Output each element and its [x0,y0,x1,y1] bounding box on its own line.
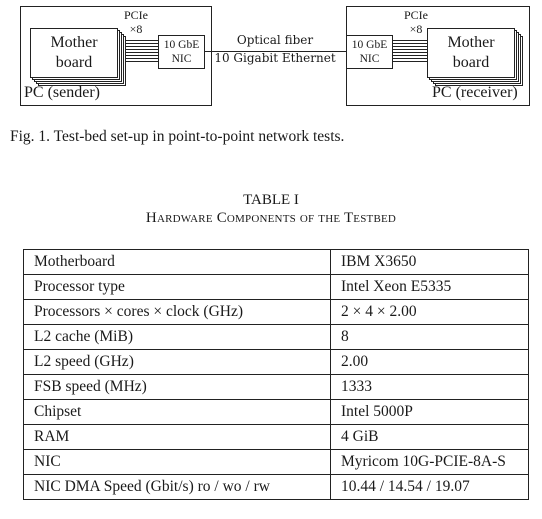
table-row: Processors × cores × clock (GHz) 2 × 4 ×… [23,299,529,325]
table-row: RAM 4 GiB [23,424,529,450]
link-label-1: Optical fiber [236,33,314,47]
receiver-pcie-width: ×8 [409,22,423,36]
value-cell: IBM X3650 [330,249,529,275]
component-cell: FSB speed (MHz) [23,374,331,400]
table-row: FSB speed (MHz) 1333 [23,374,529,400]
table-row: L2 cache (MiB) 8 [23,324,529,350]
link-label: Optical fiber 10 Gigabit Ethernet [210,33,340,66]
component-cell: Processor type [23,274,331,300]
value-cell: 8 [330,324,529,350]
sender-motherboard-label-1: Mother [50,34,98,51]
table-row: Motherboard IBM X3650 [23,249,529,275]
value-cell: 4 GiB [330,424,529,450]
value-cell: 2.00 [330,349,529,375]
sender-pcie-width: ×8 [129,22,143,36]
sender-caption: PC (sender) [24,84,100,101]
receiver-caption: PC (receiver) [432,84,518,101]
sender-nic-label-2: NIC [171,53,192,65]
sender-motherboard-label-2: board [55,54,93,71]
table-title: TABLE I [243,192,299,208]
value-cell: Intel Xeon E5335 [330,274,529,300]
value-cell: Intel 5000P [330,399,529,425]
component-cell: Motherboard [23,249,331,275]
sender-nic-label-1: 10 GbE [163,39,200,51]
value-cell: Myricom 10G-PCIE-8A-S [330,449,529,475]
component-cell: Processors × cores × clock (GHz) [23,299,331,325]
component-cell: NIC DMA Speed (Gbit/s) ro / wo / rw [23,474,331,500]
sender-pcie-text: PCIe [124,8,148,22]
receiver-pcie-text: PCIe [404,8,428,22]
component-cell: RAM [23,424,331,450]
component-cell: L2 cache (MiB) [23,324,331,350]
receiver-nic: 10 GbE NIC [346,35,393,69]
table-row: L2 speed (GHz) 2.00 [23,349,529,375]
figure-caption: Fig. 1. Test-bed set-up in point-to-poin… [10,128,345,145]
component-cell: NIC [23,449,331,475]
sender-pcie-bus [126,40,158,64]
table-row: NIC DMA Speed (Gbit/s) ro / wo / rw 10.4… [23,474,529,500]
component-cell: L2 speed (GHz) [23,349,331,375]
receiver-nic-label-1: 10 GbE [351,39,388,51]
table-subtitle: Hardware Components of the Testbed [145,210,397,226]
value-cell: 10.44 / 14.54 / 19.07 [330,474,529,500]
component-cell: Chipset [23,399,331,425]
table-row: Chipset Intel 5000P [23,399,529,425]
table-row: NIC Myricom 10G-PCIE-8A-S [23,449,529,475]
value-cell: 2 × 4 × 2.00 [330,299,529,325]
hardware-table: Motherboard IBM X3650 Processor type Int… [23,249,529,500]
table-row: Processor type Intel Xeon E5335 [23,274,529,300]
receiver-motherboard-label-1: Mother [447,34,495,51]
receiver-pcie-bus [393,40,427,64]
value-cell: 1333 [330,374,529,400]
sender-nic: 10 GbE NIC [158,35,205,69]
link-label-2: 10 Gigabit Ethernet [214,51,336,65]
receiver-motherboard-label-2: board [452,54,490,71]
receiver-pcie-label: PCIe ×8 [396,8,436,36]
sender-pcie-label: PCIe ×8 [116,8,156,36]
optical-fiber-link [204,51,346,53]
receiver-nic-label-2: NIC [359,53,380,65]
